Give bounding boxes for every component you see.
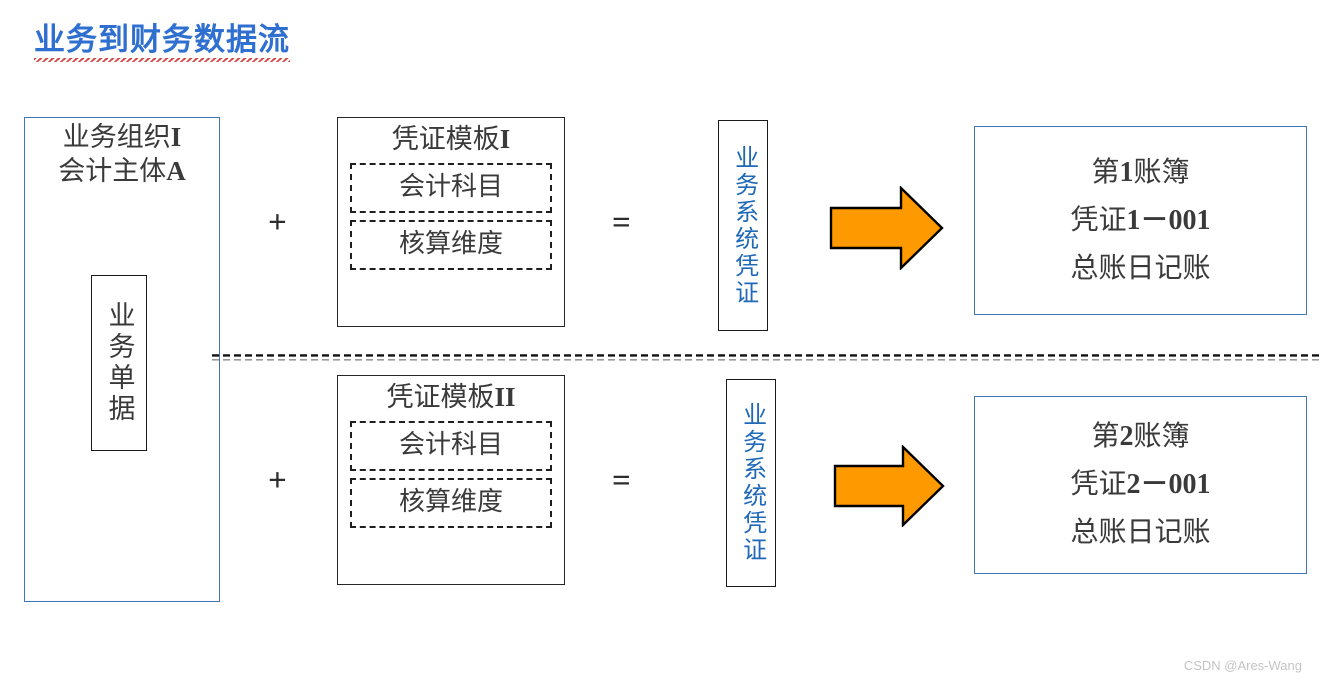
accounting-dimension-box-1: 核算维度: [350, 220, 552, 270]
account-subject-box-2: 会计科目: [350, 421, 552, 471]
business-system-voucher-box-1: 业务系统凭证: [718, 120, 768, 331]
right-block-arrow-svg-2: [833, 444, 945, 528]
right-block-arrow-svg-1: [829, 185, 944, 271]
ledger-result-box-2: 第2账簿 凭证2－001 总账日记账: [974, 396, 1307, 574]
accounting-dimension-box-2: 核算维度: [350, 478, 552, 528]
row-divider: [212, 348, 1320, 361]
organization-heading: 业务组织I 会计主体A: [25, 120, 219, 188]
ledger-result-box-1: 第1账簿 凭证1－001 总账日记账: [974, 126, 1307, 315]
organization-line-2-roman: A: [166, 156, 186, 186]
csdn-watermark: CSDN @Ares-Wang: [1183, 658, 1302, 673]
ledger-1-line-1: 第1账簿: [1091, 149, 1189, 197]
ledger-2-line-2: 凭证2－001: [1070, 461, 1210, 509]
business-system-voucher-label-1: 业务系统凭证: [730, 144, 757, 307]
account-subject-box-1: 会计科目: [350, 163, 552, 213]
ledger-1-line-1-bold: 1: [1119, 156, 1134, 188]
ledger-1-line-1-prefix: 第: [1091, 156, 1120, 188]
ledger-2-line-1: 第2账簿: [1091, 413, 1189, 461]
equals-operator-row-1: =: [612, 205, 631, 241]
organization-line-1-roman: I: [170, 122, 182, 152]
ledger-2-line-1-prefix: 第: [1091, 421, 1120, 452]
plus-operator-row-1: +: [268, 205, 287, 241]
plus-operator-row-2: +: [268, 463, 287, 499]
organization-line-2-text: 会计主体: [58, 156, 167, 186]
business-system-voucher-box-2: 业务系统凭证: [726, 379, 776, 587]
ledger-1-line-2-prefix: 凭证: [1070, 204, 1127, 236]
ledger-2-line-3-prefix: 总账日记账: [1070, 517, 1211, 548]
organization-line-1-text: 业务组织: [62, 122, 171, 152]
ledger-1-line-2-bold: 1－001: [1126, 204, 1211, 236]
row-divider-svg: [212, 354, 1320, 361]
organization-line-2: 会计主体A: [25, 154, 219, 188]
ledger-2-line-1-bold: 2: [1119, 421, 1134, 452]
voucher-template-box-1: 凭证模板I 会计科目 核算维度: [337, 117, 565, 327]
voucher-template-title-roman-1: I: [499, 124, 511, 154]
ledger-2-line-1-suffix: 账簿: [1133, 421, 1190, 452]
ledger-2-line-2-bold: 2－001: [1126, 469, 1211, 500]
business-document-label: 业务单据: [104, 301, 135, 425]
right-block-arrow-icon-1: [829, 185, 944, 271]
ledger-1-line-3-prefix: 总账日记账: [1070, 252, 1211, 284]
ledger-2-line-3: 总账日记账: [1070, 509, 1210, 557]
business-document-box: 业务单据: [91, 275, 147, 451]
voucher-template-title-roman-2: II: [494, 382, 516, 412]
page-title: 业务到财务数据流: [34, 14, 290, 62]
voucher-template-title-2: 凭证模板II: [338, 380, 564, 414]
ledger-1-line-2: 凭证1－001: [1070, 197, 1210, 245]
voucher-template-title-1: 凭证模板I: [338, 122, 564, 156]
organization-line-1: 业务组织I: [25, 120, 219, 154]
voucher-template-title-text-2: 凭证模板: [386, 382, 495, 412]
ledger-2-line-2-prefix: 凭证: [1070, 469, 1127, 500]
voucher-template-box-2: 凭证模板II 会计科目 核算维度: [337, 375, 565, 585]
business-organization-panel: 业务组织I 会计主体A 业务单据: [24, 117, 220, 602]
equals-operator-row-2: =: [612, 463, 631, 499]
business-system-voucher-label-2: 业务系统凭证: [738, 402, 765, 564]
voucher-template-title-text-1: 凭证模板: [391, 124, 500, 154]
right-block-arrow-icon-2: [833, 444, 945, 528]
ledger-1-line-3: 总账日记账: [1070, 245, 1210, 293]
ledger-1-line-1-suffix: 账簿: [1133, 156, 1190, 188]
